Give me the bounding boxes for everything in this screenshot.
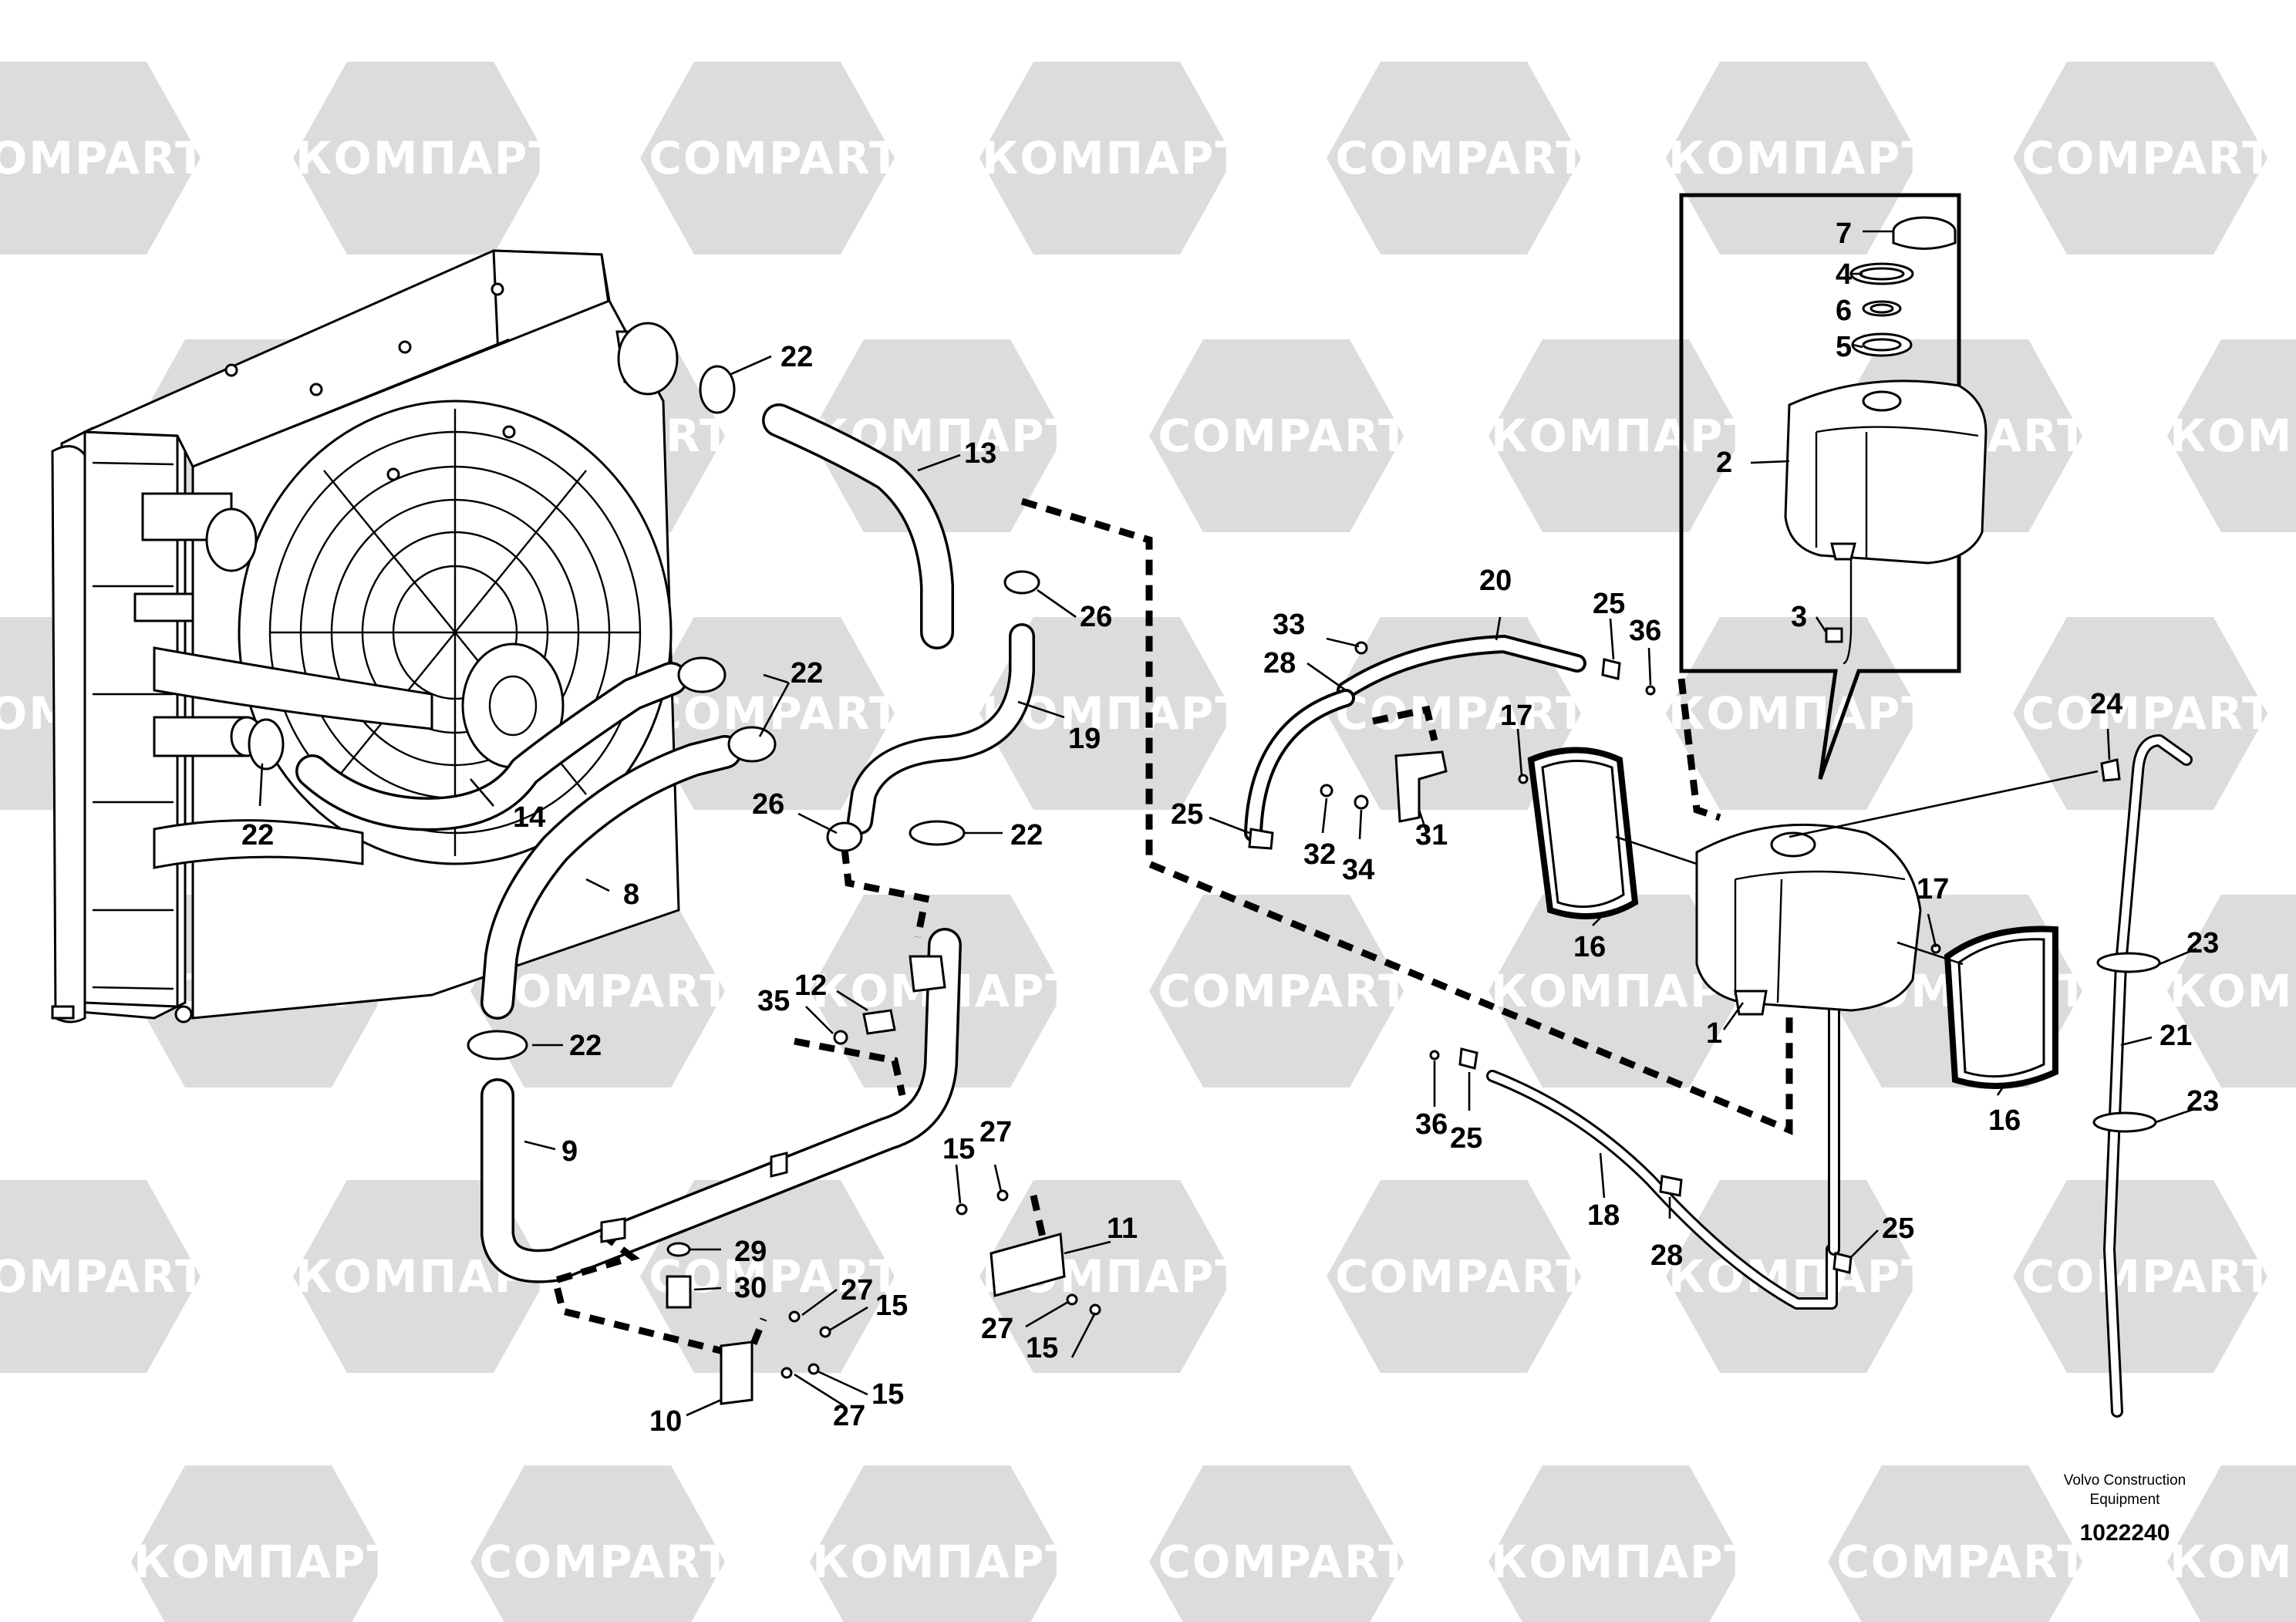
- watermark-text: COMPART: [479, 965, 731, 1017]
- callout-15a: 15: [942, 1133, 975, 1165]
- watermark-text: КОМПАРТ: [812, 1536, 1077, 1588]
- watermark-text: КОМПАРТ: [133, 1536, 399, 1588]
- company-name-line2: Equipment: [2090, 1492, 2161, 1508]
- callout-labels: 1 2 3 4 5 6 7 8 9 10 11 12 13 14 15 15 1…: [241, 218, 2219, 1438]
- watermark-text: КОМПАРТ: [1668, 132, 1934, 184]
- watermark-text: COMPART: [1158, 965, 1410, 1017]
- watermark-text: COMPART: [0, 132, 207, 184]
- callout-35: 35: [757, 985, 790, 1017]
- callout-16a: 16: [1573, 931, 1606, 963]
- company-name-line1: Volvo Construction: [2064, 1472, 2186, 1489]
- document-number: 1022240: [2080, 1520, 2170, 1546]
- callout-17a: 17: [1500, 700, 1532, 732]
- callout-26b: 26: [752, 788, 784, 821]
- callout-32: 32: [1303, 838, 1336, 871]
- callout-11: 11: [1107, 1212, 1138, 1245]
- watermark-text: КОМПАРТ: [1668, 1250, 1934, 1303]
- watermark-text: COMPART: [1335, 132, 1587, 184]
- callout-13: 13: [964, 437, 996, 470]
- callout-6: 6: [1836, 295, 1852, 327]
- callout-5: 5: [1836, 331, 1852, 363]
- watermark-text: КОМПАРТ: [1491, 410, 1756, 462]
- watermark-text: КОМПАРТ: [1668, 687, 1934, 740]
- callout-29: 29: [734, 1236, 767, 1268]
- callout-7: 7: [1836, 218, 1852, 250]
- callout-1: 1: [1706, 1017, 1722, 1050]
- watermark-text: COMPART: [479, 1536, 731, 1588]
- watermark-text: COMPART: [1836, 1536, 2089, 1588]
- radiator-fan-assembly: [51, 249, 680, 1023]
- callout-25b: 25: [1171, 798, 1203, 831]
- callout-22c: 22: [241, 819, 274, 851]
- watermark-text: КОМПАРТ: [2170, 1536, 2296, 1588]
- watermark-text: COMPART: [1158, 1536, 1410, 1588]
- callout-25c: 25: [1450, 1122, 1482, 1155]
- watermark-text: COMPART: [1335, 1250, 1587, 1303]
- callout-24: 24: [2090, 688, 2122, 720]
- callout-36b: 36: [1415, 1108, 1448, 1141]
- leader-lines: [258, 230, 2197, 1417]
- callout-22a: 22: [781, 341, 813, 373]
- hoses: [295, 403, 2193, 1418]
- callout-3: 3: [1791, 601, 1807, 633]
- watermark-text: КОМПАРТ: [982, 132, 1247, 184]
- callout-23a: 23: [2186, 927, 2219, 959]
- callout-31: 31: [1415, 819, 1448, 851]
- callout-22e: 22: [569, 1030, 602, 1062]
- watermark-text: КОМПАРТ: [1491, 1536, 1756, 1588]
- callout-10: 10: [649, 1405, 682, 1438]
- callout-28a: 28: [1263, 647, 1296, 679]
- callout-12: 12: [794, 969, 827, 1002]
- callout-22b: 22: [791, 657, 823, 690]
- callout-23b: 23: [2186, 1085, 2219, 1118]
- callout-15b: 15: [875, 1290, 908, 1322]
- callout-25a: 25: [1593, 588, 1625, 620]
- watermark-text: COMPART: [1158, 410, 1410, 462]
- callout-4: 4: [1836, 258, 1852, 291]
- callout-15c: 15: [872, 1378, 904, 1411]
- callout-27a: 27: [979, 1116, 1012, 1148]
- watermark-text: COMPART: [2021, 1250, 2274, 1303]
- callout-30: 30: [734, 1272, 767, 1304]
- watermark-text: COMPART: [649, 132, 901, 184]
- inset-detail: [1679, 193, 1988, 780]
- callout-33: 33: [1273, 609, 1305, 641]
- callout-19: 19: [1068, 723, 1101, 755]
- callout-27d: 27: [981, 1313, 1013, 1345]
- callout-36a: 36: [1629, 615, 1661, 647]
- callout-27c: 27: [833, 1400, 865, 1432]
- watermark-text: COMPART: [2021, 132, 2274, 184]
- callout-22d: 22: [1010, 819, 1043, 851]
- watermark-text: КОМПАРТ: [295, 132, 561, 184]
- callout-28b: 28: [1650, 1239, 1683, 1272]
- watermark-text: КОМПАРТ: [2170, 410, 2296, 462]
- watermark-text: КОМПАРТ: [2170, 965, 2296, 1017]
- callout-27b: 27: [841, 1274, 873, 1307]
- watermark-text: COMPART: [649, 687, 901, 740]
- callout-34: 34: [1342, 854, 1374, 886]
- callout-18: 18: [1587, 1199, 1620, 1232]
- callout-14: 14: [513, 801, 545, 834]
- watermark-text: COMPART: [2021, 687, 2274, 740]
- callout-9: 9: [561, 1135, 578, 1168]
- callout-25d: 25: [1882, 1212, 1914, 1245]
- footer: Volvo Construction Equipment 1022240: [2064, 1472, 2186, 1546]
- callout-2: 2: [1716, 447, 1732, 479]
- small-parts: [248, 365, 2161, 1405]
- callout-15d: 15: [1026, 1332, 1058, 1364]
- callout-16b: 16: [1988, 1104, 2021, 1137]
- callout-20: 20: [1479, 565, 1512, 597]
- expansion-tank: [1527, 747, 2058, 1089]
- callout-21: 21: [2159, 1020, 2192, 1052]
- watermark-text: COMPART: [1335, 687, 1587, 740]
- watermark-text: COMPART: [0, 1250, 207, 1303]
- callout-17b: 17: [1917, 873, 1949, 905]
- callout-26a: 26: [1080, 601, 1112, 633]
- callout-8: 8: [623, 878, 639, 911]
